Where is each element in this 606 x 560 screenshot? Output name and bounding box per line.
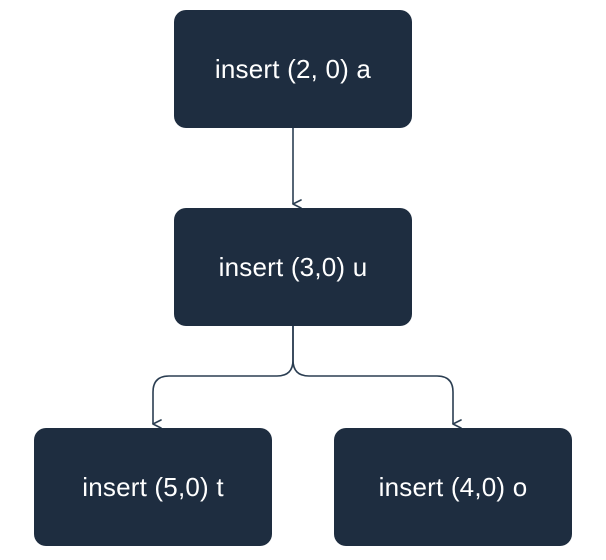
- edge-mid-to-left: [152, 326, 294, 429]
- node-mid: insert (3,0) u: [174, 208, 412, 326]
- node-root: insert (2, 0) a: [174, 10, 412, 128]
- node-right-label: insert (4,0) o: [378, 472, 528, 502]
- node-mid-label: insert (3,0) u: [218, 252, 368, 282]
- node-right: insert (4,0) o: [334, 428, 572, 546]
- node-left-label: insert (5,0) t: [82, 472, 224, 502]
- edge-mid-to-right: [292, 326, 462, 429]
- node-left: insert (5,0) t: [34, 428, 272, 546]
- node-root-label: insert (2, 0) a: [214, 54, 372, 84]
